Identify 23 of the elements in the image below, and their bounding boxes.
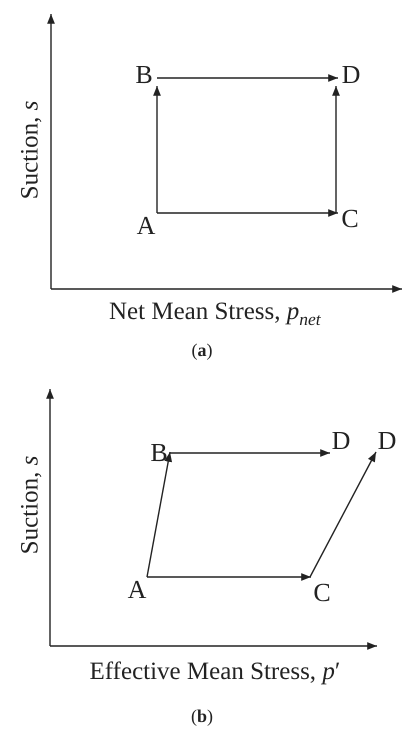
arrow — [309, 452, 377, 578]
arrow — [146, 452, 172, 578]
arrow — [153, 86, 161, 213]
arrow — [332, 86, 340, 213]
axis-title: Effective Mean Stress, p′ — [90, 658, 340, 686]
arrow — [170, 449, 330, 457]
arrow — [157, 74, 338, 82]
point-label: D — [330, 428, 352, 452]
point-label: C — [338, 206, 362, 233]
panel-label: (a) — [192, 340, 212, 360]
point-label: D — [338, 62, 364, 86]
point-label: B — [133, 62, 155, 86]
panel-label: (b) — [191, 706, 214, 726]
axis-title: Suction, s — [16, 100, 44, 200]
axis-title: Suction, s — [16, 456, 44, 554]
arrow — [157, 209, 338, 217]
arrow — [147, 573, 311, 581]
point-label: A — [135, 213, 157, 240]
axis-title: Net Mean Stress, p$_{net}$ — [109, 298, 321, 330]
point-label: A — [127, 577, 147, 602]
point-label: C — [311, 580, 333, 606]
point-label: B — [148, 440, 170, 464]
point-label: D — [376, 428, 398, 452]
